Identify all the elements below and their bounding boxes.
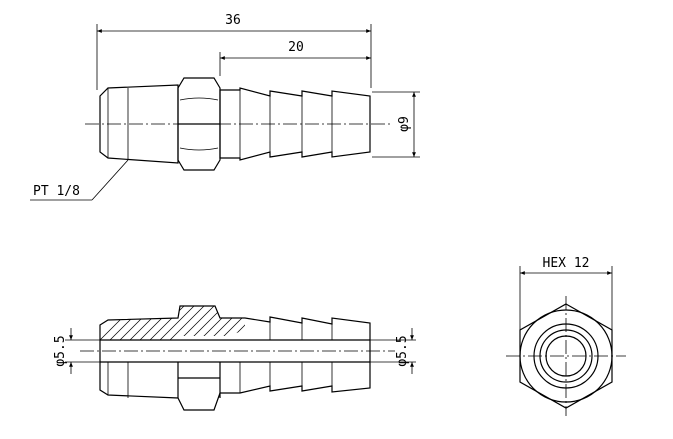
thread-label: PT 1/8: [33, 184, 80, 199]
end-view: HEX 12: [506, 256, 626, 416]
dim-bore-right-label: φ5.5: [395, 335, 410, 366]
barb-tip-circle: [533, 323, 599, 389]
dim-bore-left-label: φ5.5: [53, 335, 68, 366]
section-outline: [99, 305, 371, 411]
dim-9-label: φ9: [397, 116, 412, 132]
dim-20-label: 20: [288, 40, 304, 55]
hex-nut-arc-2: [179, 147, 219, 151]
hex-nut: [177, 77, 221, 171]
top-view: 36 20 φ9 PT 1/8: [30, 13, 420, 201]
dim-hex-label: HEX 12: [543, 256, 590, 271]
section-view: φ5.5 φ5.5: [53, 305, 416, 411]
barb-body: [219, 87, 371, 161]
hex-nut-arc-1: [179, 97, 219, 101]
thread-leader: [91, 159, 129, 201]
dim-36-label: 36: [225, 13, 241, 28]
